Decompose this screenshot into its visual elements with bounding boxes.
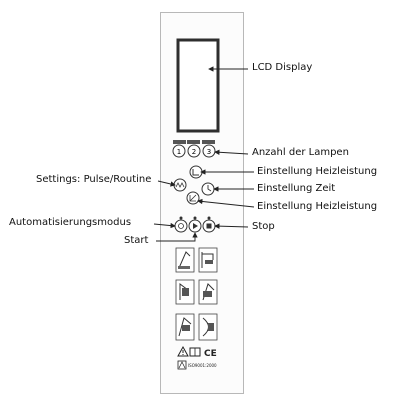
start-button[interactable] (188, 216, 202, 233)
lcd-display (176, 38, 220, 133)
automation-mode-button[interactable] (174, 216, 188, 233)
heating-power-icon-2 (189, 194, 197, 202)
stop-button[interactable] (202, 216, 216, 233)
lamp-button-3-label: 3 (207, 148, 211, 156)
pictogram-lamp-angle-6 (198, 313, 218, 341)
label-anzahl-der-lampen: Anzahl der Lampen (252, 147, 349, 158)
lamp-count-buttons[interactable]: 1 2 3 (172, 140, 216, 158)
heating-power-button-2[interactable] (186, 191, 200, 205)
start-icon (193, 223, 198, 229)
callout-pulse-routine (157, 180, 176, 187)
time-setting-button[interactable] (201, 182, 215, 196)
label-stop: Stop (252, 221, 275, 232)
lamp-button-3[interactable]: 3 (202, 140, 216, 158)
automation-mode-icon (178, 223, 184, 229)
instruction-pictograms (175, 247, 218, 341)
certification-text: ISO9001:2000 (188, 363, 217, 368)
callout-automation (153, 222, 176, 229)
callout-lamp-count (214, 149, 249, 155)
label-einstellung-zeit: Einstellung Zeit (257, 183, 336, 194)
callout-heating-2 (197, 198, 255, 208)
pictogram-lamp-angle-3 (175, 279, 195, 305)
heating-power-button-1[interactable] (189, 165, 203, 179)
callout-lines (153, 66, 255, 242)
lamp-button-1[interactable]: 1 (172, 140, 186, 158)
certification-logo-icon (177, 360, 187, 370)
pictogram-lamp-angle-5 (175, 313, 195, 341)
label-einstellung-heizleistung-2: Einstellung Heizleistung (257, 201, 378, 212)
label-automatisierungsmodus: Automatisierungsmodus (9, 217, 132, 228)
label-einstellung-heizleistung-1: Einstellung Heizleistung (257, 166, 378, 177)
stop-icon (206, 223, 212, 229)
pictogram-lamp-angle-1 (175, 247, 195, 273)
label-settings-pulse-routine: Settings: Pulse/Routine (36, 174, 152, 185)
pictogram-lamp-angle-4 (198, 279, 218, 305)
callout-stop (214, 223, 249, 229)
lamp-button-2-label: 2 (192, 148, 196, 156)
callout-start (156, 232, 198, 242)
pulse-routine-icon (175, 182, 185, 188)
ce-mark-icon: CE (204, 349, 217, 359)
lamp-button-1-label: 1 (177, 148, 181, 156)
time-setting-icon (207, 185, 212, 192)
warning-icon (177, 345, 189, 357)
pictogram-lamp-angle-2 (198, 247, 218, 273)
label-lcd-display: LCD Display (252, 62, 313, 73)
label-start: Start (124, 235, 149, 246)
pulse-routine-button[interactable] (173, 178, 187, 192)
heating-power-icon (192, 169, 199, 176)
lamp-button-2[interactable]: 2 (187, 140, 201, 158)
manual-book-icon (189, 347, 201, 357)
